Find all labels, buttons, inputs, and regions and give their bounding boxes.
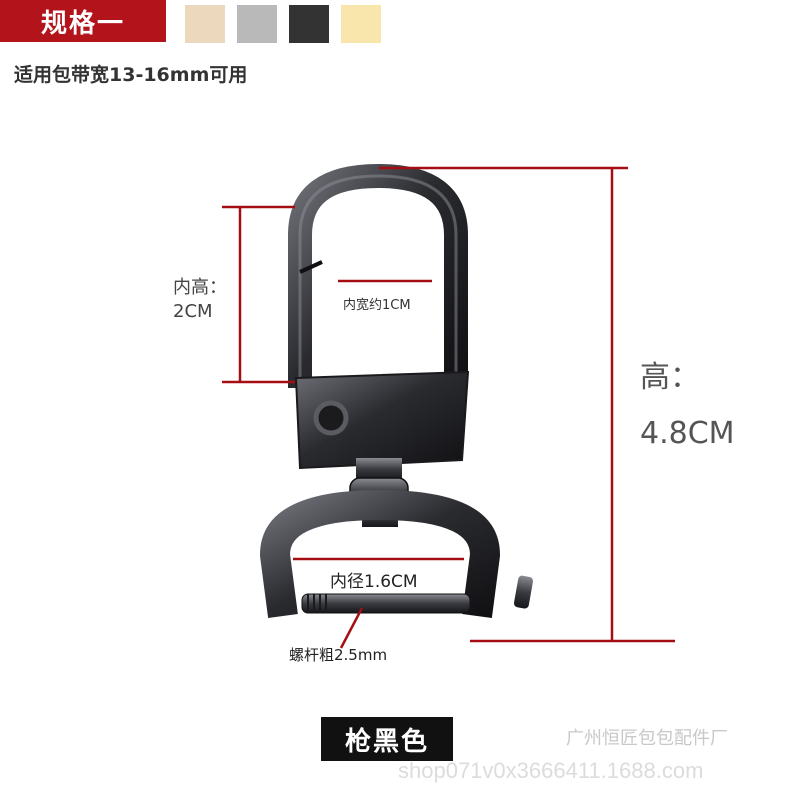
inner-height-value: 2CM — [173, 301, 213, 322]
overall-height-value: 4.8CM — [640, 416, 735, 451]
overall-height-caption: 高： — [640, 360, 700, 395]
snap-hook — [260, 164, 534, 618]
color-name-tag: 枪黑色 — [321, 717, 453, 761]
spec-tag: 规格一 — [0, 0, 166, 42]
color-swatches — [185, 5, 381, 43]
shop-watermark: 广州恒匠包包配件厂 — [566, 728, 728, 749]
dimension-lines — [222, 166, 675, 649]
inner-height-caption: 内高： — [173, 277, 227, 298]
swatch-light-gold — [185, 5, 225, 43]
overall-height-label: 高： 4.8CM — [640, 350, 735, 462]
inner-width-label: 内宽约1CM — [343, 298, 411, 313]
url-watermark: shop071v0x3666411.1688.com — [398, 758, 704, 783]
swatch-light-yellow — [341, 5, 381, 43]
swatch-silver — [237, 5, 277, 43]
inner-diameter-label: 内径1.6CM — [330, 572, 418, 592]
inner-height-label: 内高： 2CM — [173, 276, 227, 324]
swatch-gunmetal-black — [289, 5, 329, 43]
strap-fit-note: 适用包带宽13-16mm可用 — [14, 64, 248, 86]
screw-thickness-label: 螺杆粗2.5mm — [289, 646, 388, 664]
